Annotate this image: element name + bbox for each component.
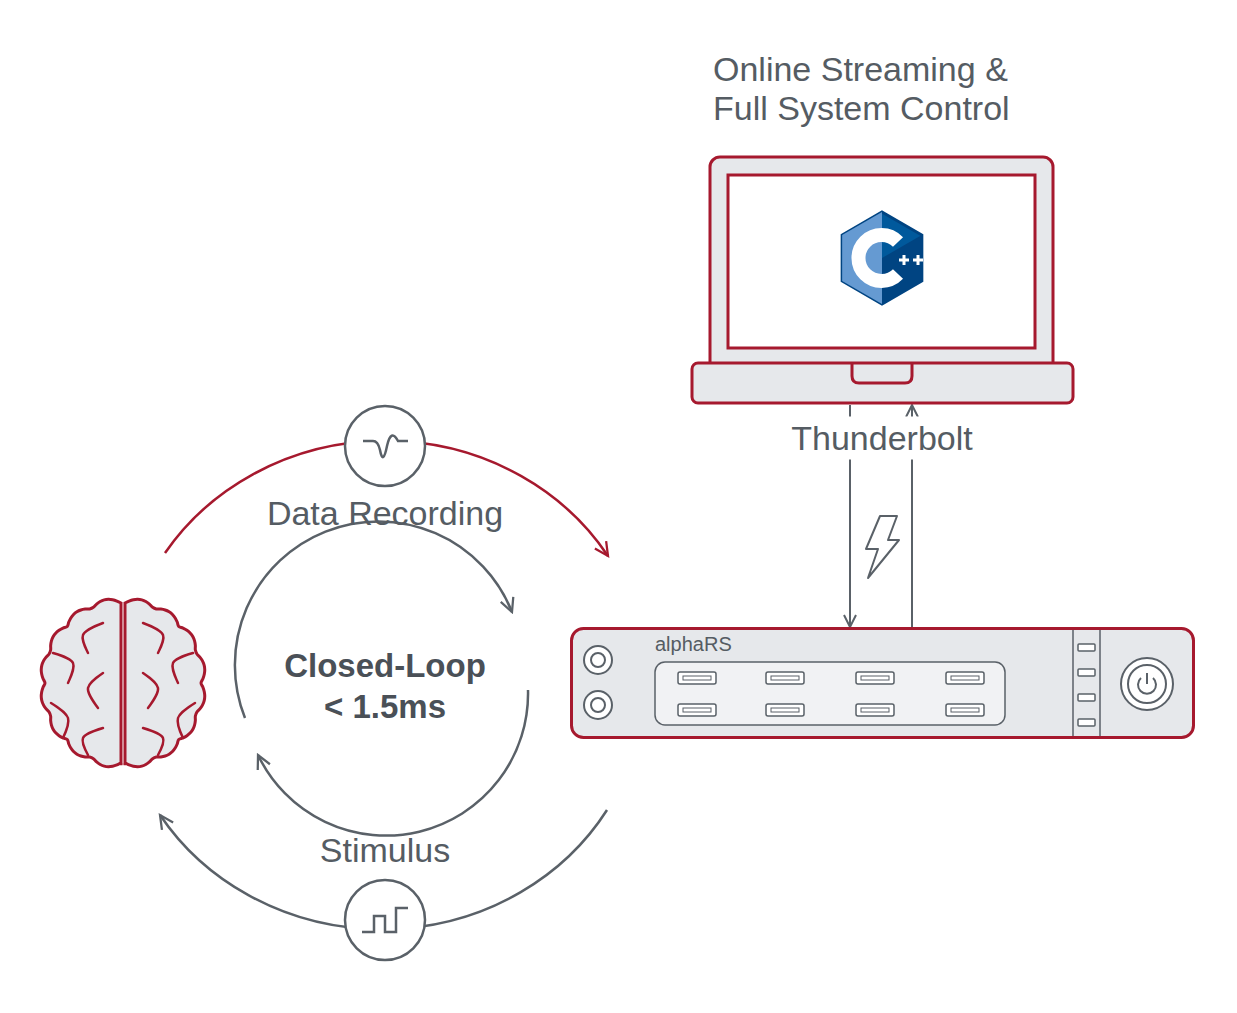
brain-fold <box>51 703 68 738</box>
flow-label: Data Recording <box>267 492 503 535</box>
brain-fold <box>143 728 163 755</box>
brain-fold <box>83 728 103 755</box>
node-heading: Online Streaming & Full System Control <box>713 50 1053 128</box>
device-box: alphaRS <box>570 627 1203 739</box>
brain-illustration <box>41 599 205 766</box>
brain-fold <box>53 653 73 683</box>
brain-fold <box>88 673 103 708</box>
loop-latency-label: Closed-Loop < 1.5ms <box>278 645 493 728</box>
signal-icon <box>345 406 425 486</box>
brain-fold <box>143 673 158 708</box>
brain-fold <box>83 623 103 653</box>
stimulus-icon <box>345 880 425 960</box>
brain-hemisphere <box>125 599 205 766</box>
lightning-icon <box>866 516 899 578</box>
brain-fold <box>173 653 193 683</box>
brain-fold <box>143 623 163 653</box>
laptop-box: Online Streaming & Full System Control <box>690 50 1075 405</box>
brain-fold <box>178 703 195 738</box>
brain-hemisphere <box>41 599 121 766</box>
connection-label: Thunderbolt <box>783 417 980 460</box>
flow-label: Stimulus <box>320 829 450 872</box>
device-name: alphaRS <box>655 633 1203 656</box>
